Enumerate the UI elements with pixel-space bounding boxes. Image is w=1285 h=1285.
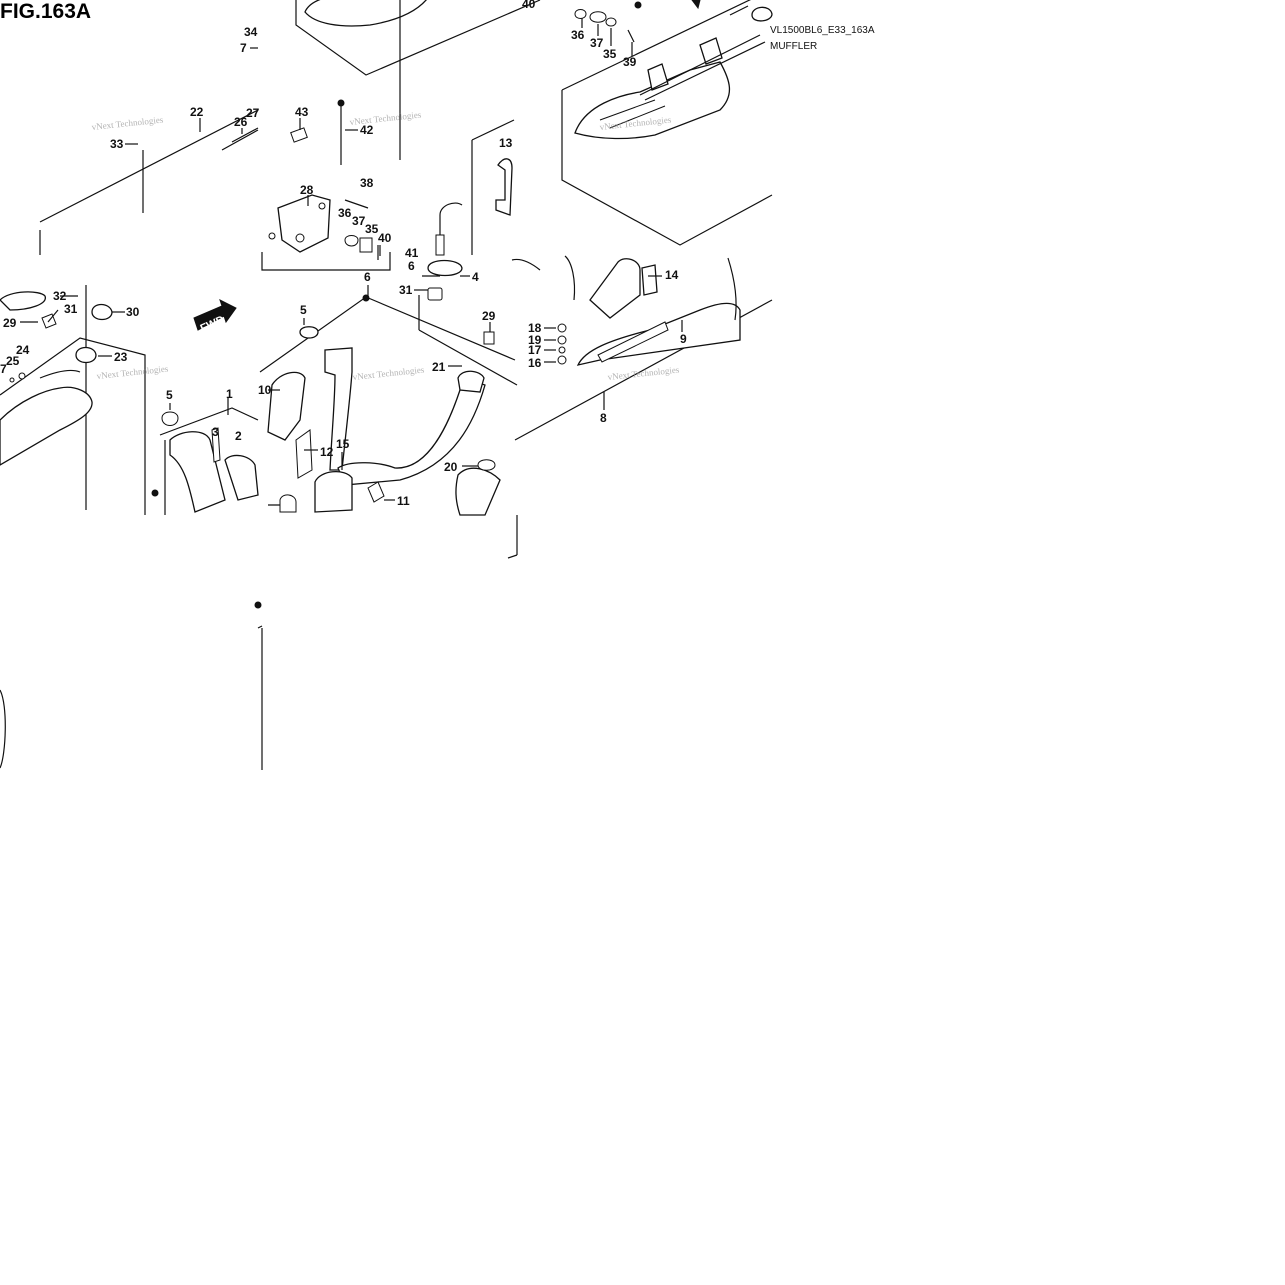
left-muffler-body (0, 386, 93, 466)
callout-2: 2 (235, 429, 242, 443)
diagram-reference-code: VL1500BL6_E33_163A (770, 25, 875, 36)
callout-17: 17 (528, 343, 542, 357)
callout-6-center: 6 (364, 270, 371, 284)
callout-19: 19 (528, 333, 542, 347)
callout-15: 15 (336, 437, 350, 451)
callout-10: 10 (258, 383, 272, 397)
exhaust-pipe-section (151, 407, 259, 515)
callout-16: 16 (528, 356, 542, 370)
callout-41: 41 (405, 246, 419, 260)
callout-27: 27 (246, 106, 260, 120)
section-name: MUFFLER (770, 41, 817, 52)
muffler-gasket-30 (91, 303, 113, 321)
sensor-housing-15 (314, 471, 353, 513)
left-muffler-panel (0, 285, 146, 515)
mount-plate (0, 291, 46, 311)
callout-39: 39 (623, 55, 637, 69)
callout-4: 4 (472, 270, 479, 284)
callout-21: 21 (432, 360, 446, 374)
right-lower-panel (511, 255, 773, 441)
callout-37-inset: 37 (352, 214, 366, 228)
callout-25: 25 (6, 354, 20, 368)
callout-12: 12 (320, 445, 334, 459)
center-exhaust-assembly (259, 287, 518, 559)
callout-13: 13 (499, 136, 513, 150)
callout-5-upper: 5 (300, 303, 307, 317)
mount-bracket-right (699, 37, 723, 65)
exhaust-pipe-rear (224, 454, 259, 501)
heat-shield-clip (495, 158, 513, 216)
gasket-5-upper (299, 326, 319, 339)
callout-42: 42 (360, 123, 374, 137)
callout-36-top: 36 (571, 28, 585, 42)
callout-14: 14 (665, 268, 679, 282)
exhaust-pipe-front (169, 431, 226, 513)
cushion-14 (641, 264, 658, 296)
callout-40-inset: 40 (378, 231, 392, 245)
callout-18: 18 (528, 321, 542, 335)
callout-34: 34 (244, 25, 258, 39)
callout-8: 8 (600, 411, 607, 425)
callout-40-top: 40 (522, 0, 536, 11)
watermark-5: vNext Technologies (352, 364, 425, 382)
heat-shield-bracket (589, 258, 641, 319)
top-panel-fragment (295, 0, 541, 160)
lower-left-fragments (0, 601, 263, 770)
leader-lines (20, 18, 683, 501)
callout-43: 43 (295, 105, 309, 119)
callout-1: 1 (226, 387, 233, 401)
callout-33: 33 (110, 137, 124, 151)
forward-direction-marker: FWD (193, 299, 237, 335)
callout-3: 3 (212, 425, 219, 439)
callout-29-center: 29 (482, 309, 496, 323)
callout-36-inset: 36 (338, 206, 352, 220)
callout-7-top: 7 (240, 41, 247, 55)
top-hardware (574, 0, 773, 43)
callout-31-center: 31 (399, 283, 413, 297)
callout-numbers: 1 2 3 4 5 5 6 6 7 7 8 9 10 11 12 13 14 1… (0, 0, 687, 508)
callout-29-left: 29 (3, 316, 17, 330)
watermark-1: vNext Technologies (91, 114, 164, 132)
heat-shield-10 (267, 371, 306, 441)
left-panel-upper (39, 109, 259, 255)
watermark-4: vNext Technologies (96, 363, 169, 381)
spacer-29 (483, 331, 495, 345)
callout-31-left: 31 (64, 302, 78, 316)
callout-22: 22 (190, 105, 204, 119)
pipe-joint-21 (457, 370, 485, 393)
watermark-6: vNext Technologies (607, 364, 680, 382)
callout-11: 11 (397, 494, 410, 508)
callout-26: 26 (234, 115, 248, 129)
exhaust-pipe-center (324, 347, 353, 471)
sleeve-31 (427, 287, 443, 301)
callout-24: 24 (16, 343, 30, 357)
exhaust-pipe-curved (337, 379, 486, 486)
sensor-gasket (427, 259, 463, 277)
muffler-clamp-23 (75, 346, 97, 364)
muffler-bracket (277, 194, 331, 253)
callout-9: 9 (680, 332, 687, 346)
callout-6-sensor: 6 (408, 259, 415, 273)
inset-panel-bracket (261, 99, 391, 271)
callout-23: 23 (114, 350, 128, 364)
callout-7-left: 7 (0, 362, 7, 376)
callout-28: 28 (300, 183, 314, 197)
callout-5-lower: 5 (166, 388, 173, 402)
muffler-tip-20 (455, 467, 501, 516)
muffler-panel-upper-right (561, 0, 773, 246)
callout-37-top: 37 (590, 36, 604, 50)
callout-32: 32 (53, 289, 67, 303)
inset-panel-sensor (427, 119, 515, 277)
figure-title: FIG.163A (0, 0, 91, 23)
callout-38: 38 (360, 176, 374, 190)
gasket-5-lower (161, 411, 179, 426)
callout-30: 30 (126, 305, 140, 319)
callout-35-inset: 35 (365, 222, 379, 236)
muffler-body-upper (574, 61, 731, 140)
callout-20: 20 (444, 460, 458, 474)
callout-35-top: 35 (603, 47, 617, 61)
